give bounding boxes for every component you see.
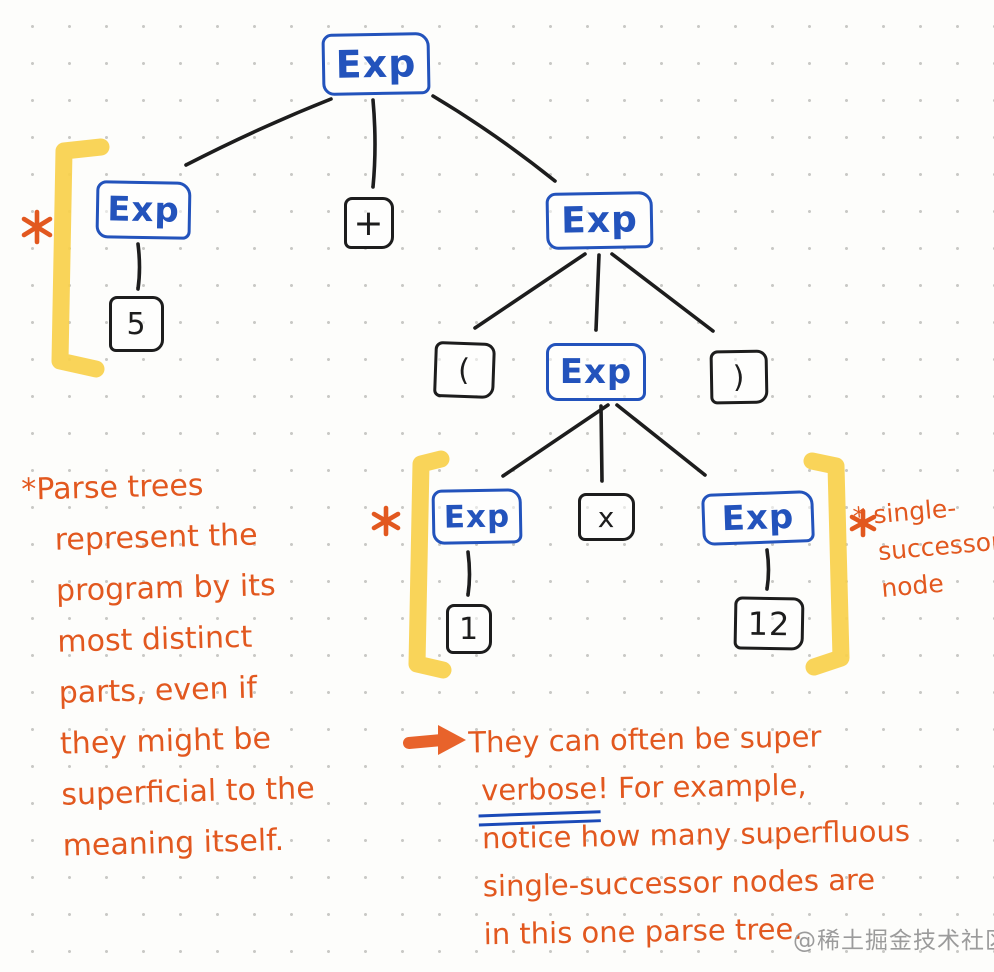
edge-root-to-left-exp	[184, 97, 333, 165]
left-note: *Parse trees represent the program by it…	[21, 455, 382, 872]
tree-node-close-paren: )	[709, 349, 769, 405]
tree-node-root-exp: Exp	[321, 32, 431, 96]
orange-arrow-icon	[403, 725, 466, 755]
note-line: program by its	[55, 568, 277, 609]
highlighter-bracket-bottom-left	[408, 450, 452, 679]
tree-node-bottom-right-exp: Exp	[701, 490, 815, 546]
verbose-underlined-word: verbose	[481, 764, 598, 814]
edge-midexp-to-bottom-left-exp	[501, 403, 610, 478]
note-line: superficial to the	[60, 771, 316, 813]
tree-node-left-exp: Exp	[95, 180, 192, 240]
edge-bottomleftexp-to-one	[468, 550, 472, 597]
tree-node-five: 5	[109, 296, 164, 352]
asterisk-icon	[849, 508, 877, 538]
tree-node-x: x	[578, 493, 635, 541]
highlighter-bracket-bottom-right	[803, 452, 850, 676]
tree-node-one: 1	[446, 604, 492, 654]
edge-leftexp-to-five	[138, 242, 142, 291]
asterisk-icon	[21, 209, 53, 245]
asterisk-icon	[371, 505, 401, 537]
edge-rightexp-to-close-paren	[610, 252, 715, 333]
edge-root-to-right-exp	[431, 94, 557, 183]
tree-node-plus: +	[344, 197, 394, 249]
note-line: represent the	[54, 517, 259, 558]
note-line: meaning itself.	[62, 822, 285, 864]
note-line-rest: ! For example,	[596, 767, 807, 806]
edge-rightexp-to-mid-exp	[596, 253, 601, 332]
single-successor-note: * single- successor node	[851, 486, 994, 609]
note-line: *Parse trees	[20, 467, 204, 508]
watermark: @稀土掘金技术社区	[793, 928, 994, 954]
note-line: most distinct	[56, 619, 253, 660]
note-line: parts, even if	[58, 670, 258, 711]
note-line: they might be	[59, 721, 272, 762]
tree-node-bottom-left-exp: Exp	[431, 488, 523, 545]
tree-node-twelve: 12	[733, 596, 805, 651]
edge-bottomrightexp-to-twelve	[767, 548, 771, 591]
highlighter-bracket-left-subtree	[51, 138, 110, 378]
edge-midexp-to-bottom-right-exp	[615, 403, 707, 477]
tree-node-right-exp: Exp	[545, 191, 654, 250]
tree-node-open-paren: (	[433, 340, 496, 400]
tree-node-mid-exp: Exp	[546, 343, 646, 401]
edge-midexp-to-x	[601, 404, 604, 483]
edge-rightexp-to-open-paren	[473, 252, 587, 330]
edge-root-to-plus	[373, 98, 377, 189]
